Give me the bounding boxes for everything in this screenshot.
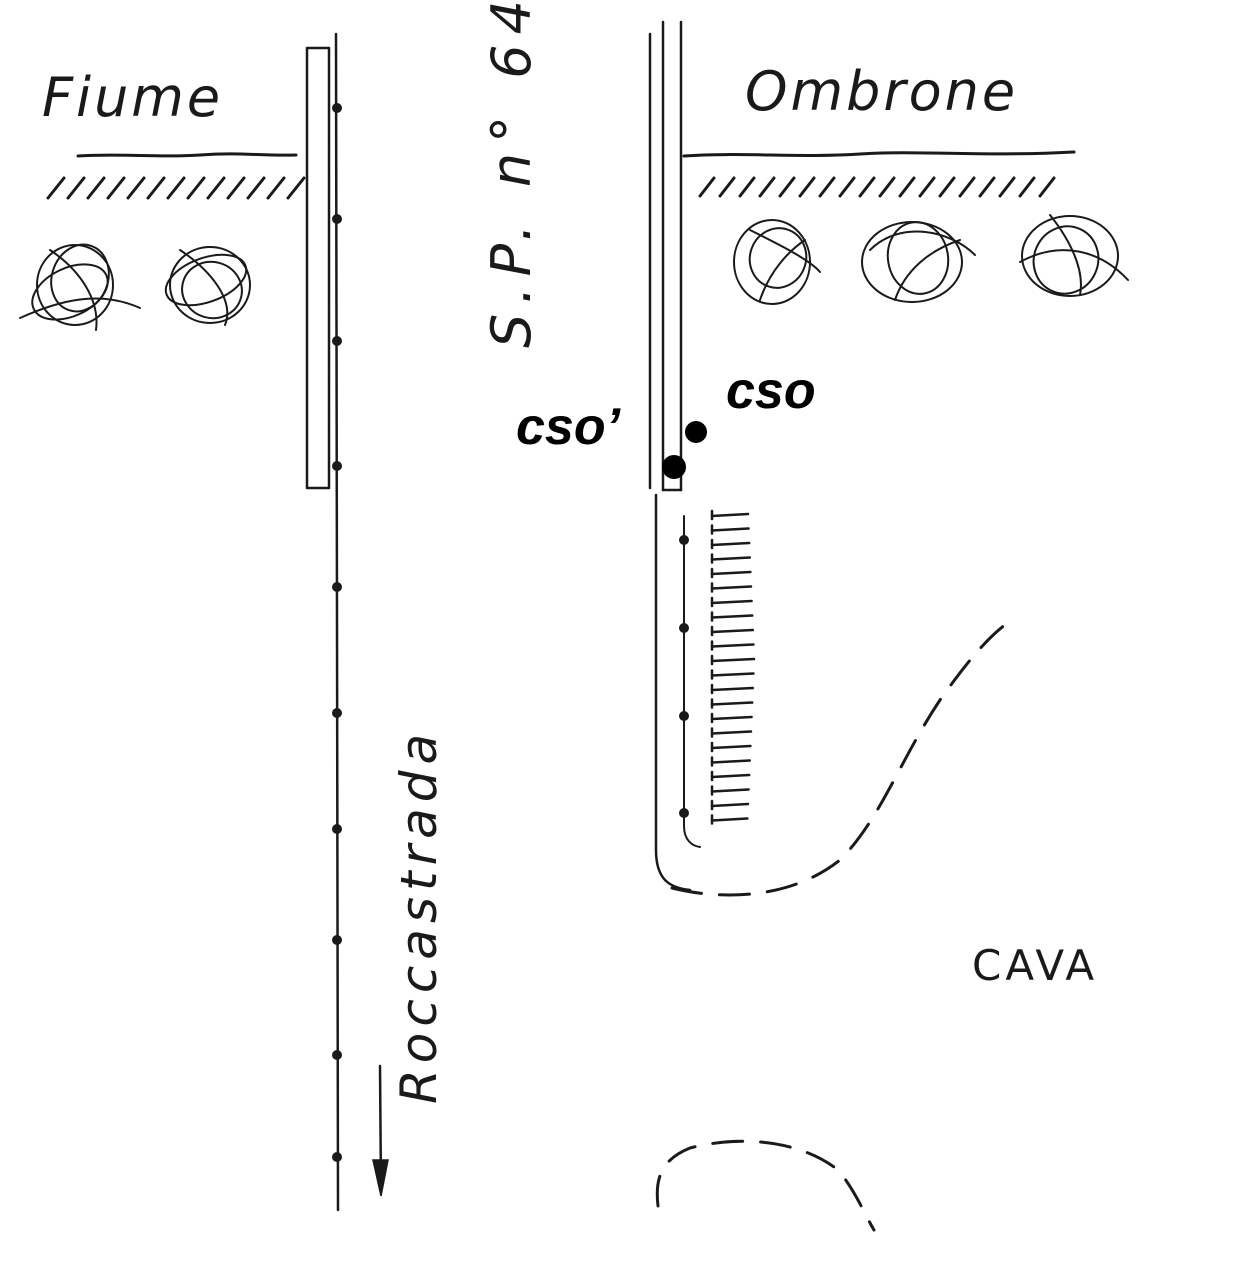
embankment-tick [710,686,755,692]
embankment-tick [710,672,755,677]
embankment-tick [710,802,750,808]
hatch-stroke [146,176,166,200]
embankment-tick [710,628,755,634]
embankment-tick [710,744,752,750]
hatch-stroke [718,176,736,198]
river-bank-right [682,150,1076,198]
tree-scribble [19,243,141,331]
embankment-tick [710,701,754,706]
hatch-stroke [818,176,836,198]
label-road-sp64: S.P. n° 64 [480,0,543,348]
hatch-stroke [206,176,226,200]
embankment-tick [710,817,749,822]
vegetation-left [19,243,251,331]
hatch-stroke [898,176,916,198]
river-bank-left [46,152,306,200]
road-dot [679,711,689,721]
embankment-tick [710,759,752,764]
hatch-stroke [878,176,896,198]
hatch-stroke [918,176,936,198]
embankment-tick [710,730,753,735]
hatch-stroke [286,176,306,200]
road-dot [679,535,689,545]
label-fiume: Fiume [42,66,223,129]
label-cava: CAVA [972,941,1098,990]
hatch-stroke [978,176,996,198]
hatch-stroke [758,176,776,198]
embankment-tick [710,715,753,721]
tree-scribble [164,246,251,326]
cso-label: cso [726,362,816,420]
tree-scribble [733,219,821,305]
embankment-tick [710,773,751,779]
cso-marker: cso [685,362,816,443]
bridge-right [648,20,683,492]
embankment-tick [710,541,751,547]
embankment-tick [710,556,752,561]
hatch-stroke [1018,176,1036,198]
embankment-tick [710,788,750,793]
bank-hatching-right [698,176,1056,198]
hatch-stroke [698,176,716,198]
hatch-stroke [86,176,106,200]
tree-scribble [1019,214,1129,297]
hatch-stroke [226,176,246,200]
road-dot [332,935,342,945]
hatch-stroke [186,176,206,200]
hatch-stroke [778,176,796,198]
embankment-tick [710,527,750,532]
hatch-stroke [266,176,286,200]
hatch-stroke [738,176,756,198]
hatch-stroke [798,176,816,198]
road-dot [332,461,342,471]
embankment-tick [710,599,753,605]
hatch-stroke [1038,176,1056,198]
label-ombrone: Ombrone [745,60,1018,123]
embankment-tick [710,657,756,663]
hatch-stroke [838,176,856,198]
hatch-stroke [858,176,876,198]
road-dot [332,103,342,113]
embankment-tick [710,570,752,576]
hatch-stroke [126,176,146,200]
hatch-stroke [246,176,266,200]
road-dot [679,808,689,818]
tree-scribble [861,221,976,303]
embankment-tick [710,585,753,590]
bridge-left [305,46,331,490]
hatch-stroke [106,176,126,200]
road-dot [679,623,689,633]
bank-hatching-left [46,176,306,200]
vegetation-right [733,214,1129,305]
road-dot [332,336,342,346]
hatch-stroke [938,176,956,198]
embankment-tick [710,614,754,619]
hatch-stroke [166,176,186,200]
cso-prime-marker: cso’ [516,398,686,479]
hatch-stroke [998,176,1016,198]
road-sp64 [654,493,701,892]
embankment-tick [710,512,750,518]
quarry-boundary [655,622,1008,1232]
road-dot [332,582,342,592]
hatch-stroke [66,176,86,200]
embankment-hatching [710,509,756,825]
road-dot [332,214,342,224]
road-dot [332,1050,342,1060]
hatch-stroke [46,176,66,200]
road-dot [332,1152,342,1162]
cso-prime-label: cso’ [516,398,622,456]
label-roccastrada: Roccastrada [390,728,448,1104]
road-dot [332,824,342,834]
direction-arrow-icon [372,1064,389,1197]
embankment-tick [710,643,755,648]
hatch-stroke [958,176,976,198]
road-roccastrada [332,32,342,1212]
road-dot [332,708,342,718]
